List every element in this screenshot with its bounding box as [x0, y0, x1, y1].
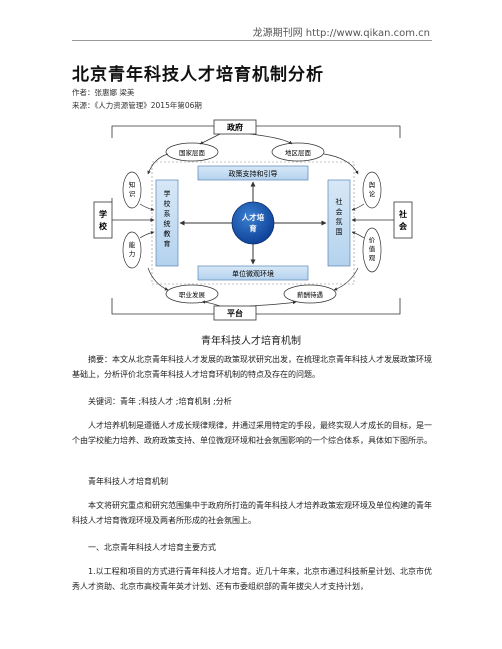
ability-label: 能力: [129, 240, 136, 258]
journal-header: 龙源期刊网 http://www.qikan.com.cn: [252, 28, 430, 39]
unit-env-label: 单位微观环境: [232, 269, 274, 278]
values-ellipse: [362, 227, 382, 273]
career-ellipse: [165, 284, 219, 304]
paragraph-3: 本文将研究重点和研究范围集中于政府所打造的青年科技人才培养政策宏观环境及单位构建…: [72, 501, 432, 525]
unit-env-bar: [197, 265, 309, 281]
mechanism-diagram: 政府 平台 学校 社会 国家层面 地区层面 职业发展 薪酬待遇 知识 能力 舆论: [88, 118, 418, 322]
national-ellipse: [165, 142, 219, 162]
inner-frame: [151, 161, 355, 285]
abstract: 摘要：本文从北京青年科技人才发展的政策现状研究出发，在梳理北京青年科技人才发展政…: [72, 355, 432, 379]
knowledge-label: 知识: [129, 180, 136, 198]
school-edu-label: 学校系统教育: [164, 189, 171, 248]
section-heading: 一、北京青年科技人才培育主要方式: [88, 543, 216, 552]
paragraph-1: 人才培养机制是遵循人才成长规律规律，并通过采用特定的手段，最终实现人才成长的目标…: [72, 421, 432, 445]
society-box: [393, 201, 413, 239]
gov-label: 政府: [227, 122, 243, 132]
curved-arrows: [139, 133, 365, 307]
opinion-ellipse: [362, 171, 382, 209]
article-author: 作者：张惠娜 梁美: [72, 88, 135, 97]
local-label: 地区层面: [285, 148, 312, 157]
values-label: 价值观: [369, 236, 376, 262]
article-title: 北京青年科技人才培育机制分析: [72, 65, 324, 85]
platform-box: [213, 305, 257, 321]
society-label: 社会: [398, 209, 407, 231]
ability-ellipse: [122, 231, 142, 269]
center-label: 人才培育: [242, 212, 265, 233]
school-edu-column: [155, 179, 179, 267]
policy-label: 政策支持和引导: [229, 169, 278, 178]
article-source: 来源：《人力资源管理》2015年第06期: [72, 101, 202, 110]
figure-caption: 青年科技人才培育机制: [201, 336, 301, 347]
header-rule: [72, 40, 432, 41]
outer-frame: [111, 125, 401, 315]
school-box: [93, 201, 113, 239]
paragraph-4: 1.以工程和项目的方式进行青年科技人才培育。近几十年来，北京市通过科技新星计划、…: [72, 567, 432, 591]
opinion-label: 舆论: [369, 180, 376, 198]
platform-label: 平台: [227, 308, 243, 318]
center-circle: [231, 201, 275, 245]
salary-label: 薪酬待遇: [297, 290, 324, 299]
society-atm-column: [327, 179, 351, 267]
gov-box: [213, 119, 257, 135]
salary-ellipse: [283, 284, 337, 304]
center-arrows: [179, 181, 327, 265]
society-atm-label: 社会氛围: [336, 197, 343, 236]
school-label: 学校: [99, 209, 108, 231]
local-ellipse: [271, 142, 325, 162]
keywords: 关键词：青年 ;科技人才 ;培育机制 ;分析: [88, 397, 232, 406]
policy-bar: [197, 165, 309, 181]
paragraph-2: 青年科技人才培育机制: [88, 477, 168, 486]
national-label: 国家层面: [179, 148, 206, 157]
knowledge-ellipse: [122, 171, 142, 209]
career-label: 职业发展: [179, 290, 206, 299]
